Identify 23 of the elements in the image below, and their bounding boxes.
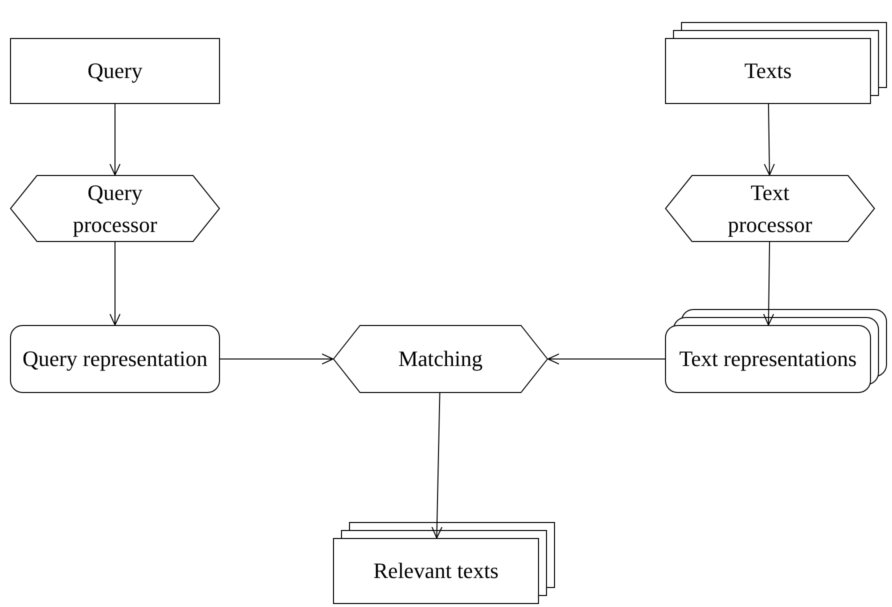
process-hexagon xyxy=(665,175,875,242)
arrow xyxy=(548,354,666,364)
arrow xyxy=(220,354,334,364)
node-label: Text representations xyxy=(679,345,857,373)
arrow xyxy=(431,392,442,538)
arrow xyxy=(763,242,774,326)
node-label: Texts xyxy=(744,57,792,85)
arrow xyxy=(110,242,120,326)
process-hexagon xyxy=(10,175,220,242)
arrow xyxy=(764,104,775,176)
node-label: Query processor xyxy=(72,178,158,239)
process-hexagon xyxy=(333,325,548,393)
document-stack xyxy=(333,522,555,604)
document-stack xyxy=(665,22,887,104)
data-box xyxy=(10,325,220,393)
arrow xyxy=(110,104,120,176)
process-box xyxy=(10,38,220,104)
node-label: Query representation xyxy=(22,345,208,373)
node-label: Query xyxy=(88,57,142,85)
node-label: Text processor xyxy=(726,178,814,239)
node-label: Matching xyxy=(398,345,483,373)
data-stack xyxy=(665,309,887,393)
node-label: Relevant texts xyxy=(373,557,499,585)
